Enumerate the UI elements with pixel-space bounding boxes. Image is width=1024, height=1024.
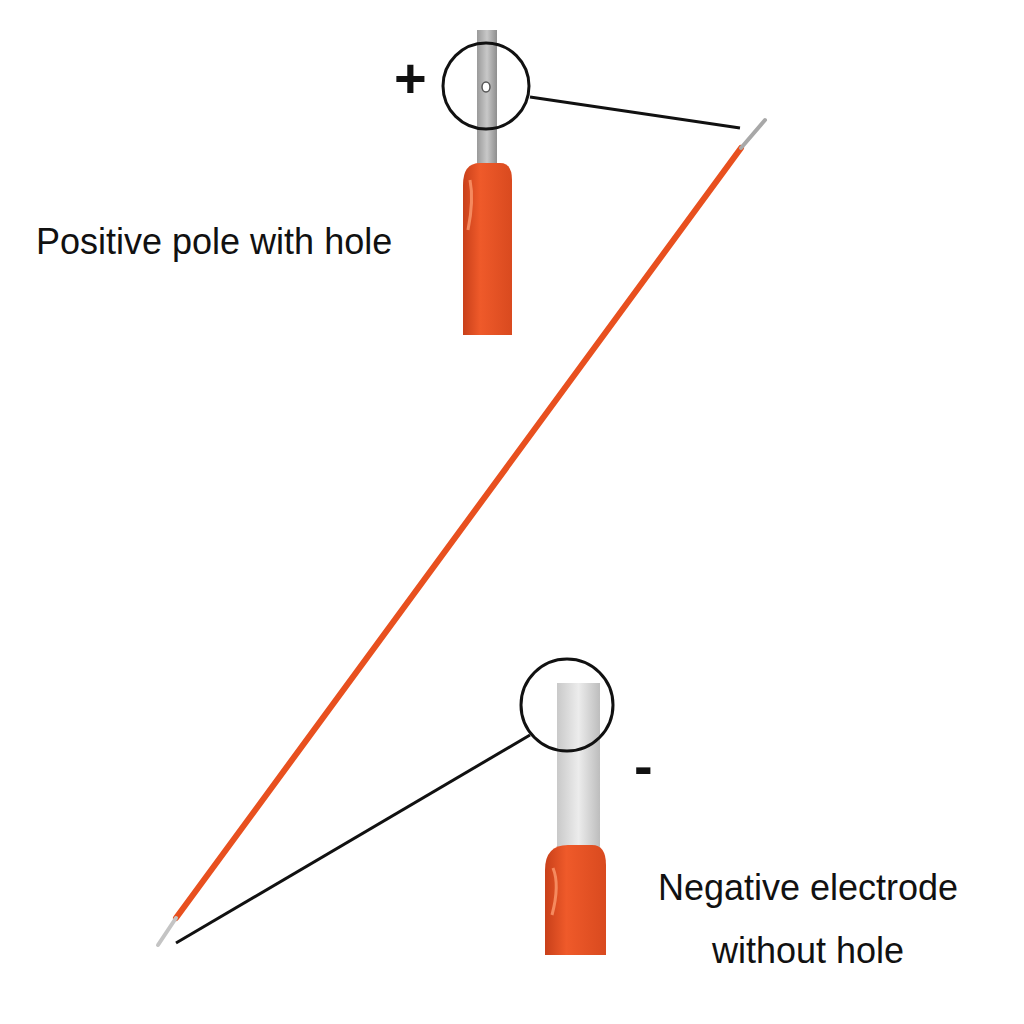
- zoom-circle: [521, 659, 613, 751]
- insulation: [463, 163, 512, 335]
- polarity-sign: -: [634, 738, 674, 794]
- terminal-hole: [482, 82, 490, 92]
- negative-tip: [158, 918, 176, 945]
- negative-terminal: [557, 683, 600, 855]
- leader-line: [176, 735, 530, 943]
- insulation-shine: [552, 868, 556, 915]
- positive-tip: [741, 120, 765, 148]
- insulation-shine: [468, 180, 472, 230]
- polarity-sign: +: [394, 50, 454, 106]
- zoom-circle: [443, 43, 529, 129]
- leader-line: [530, 97, 740, 128]
- insulation: [545, 845, 606, 955]
- wire-insulation: [176, 148, 741, 918]
- terminal-label: Positive pole with hole: [36, 210, 466, 273]
- terminal-label: Negative electrode without hole: [628, 856, 988, 982]
- positive-terminal: [477, 30, 497, 180]
